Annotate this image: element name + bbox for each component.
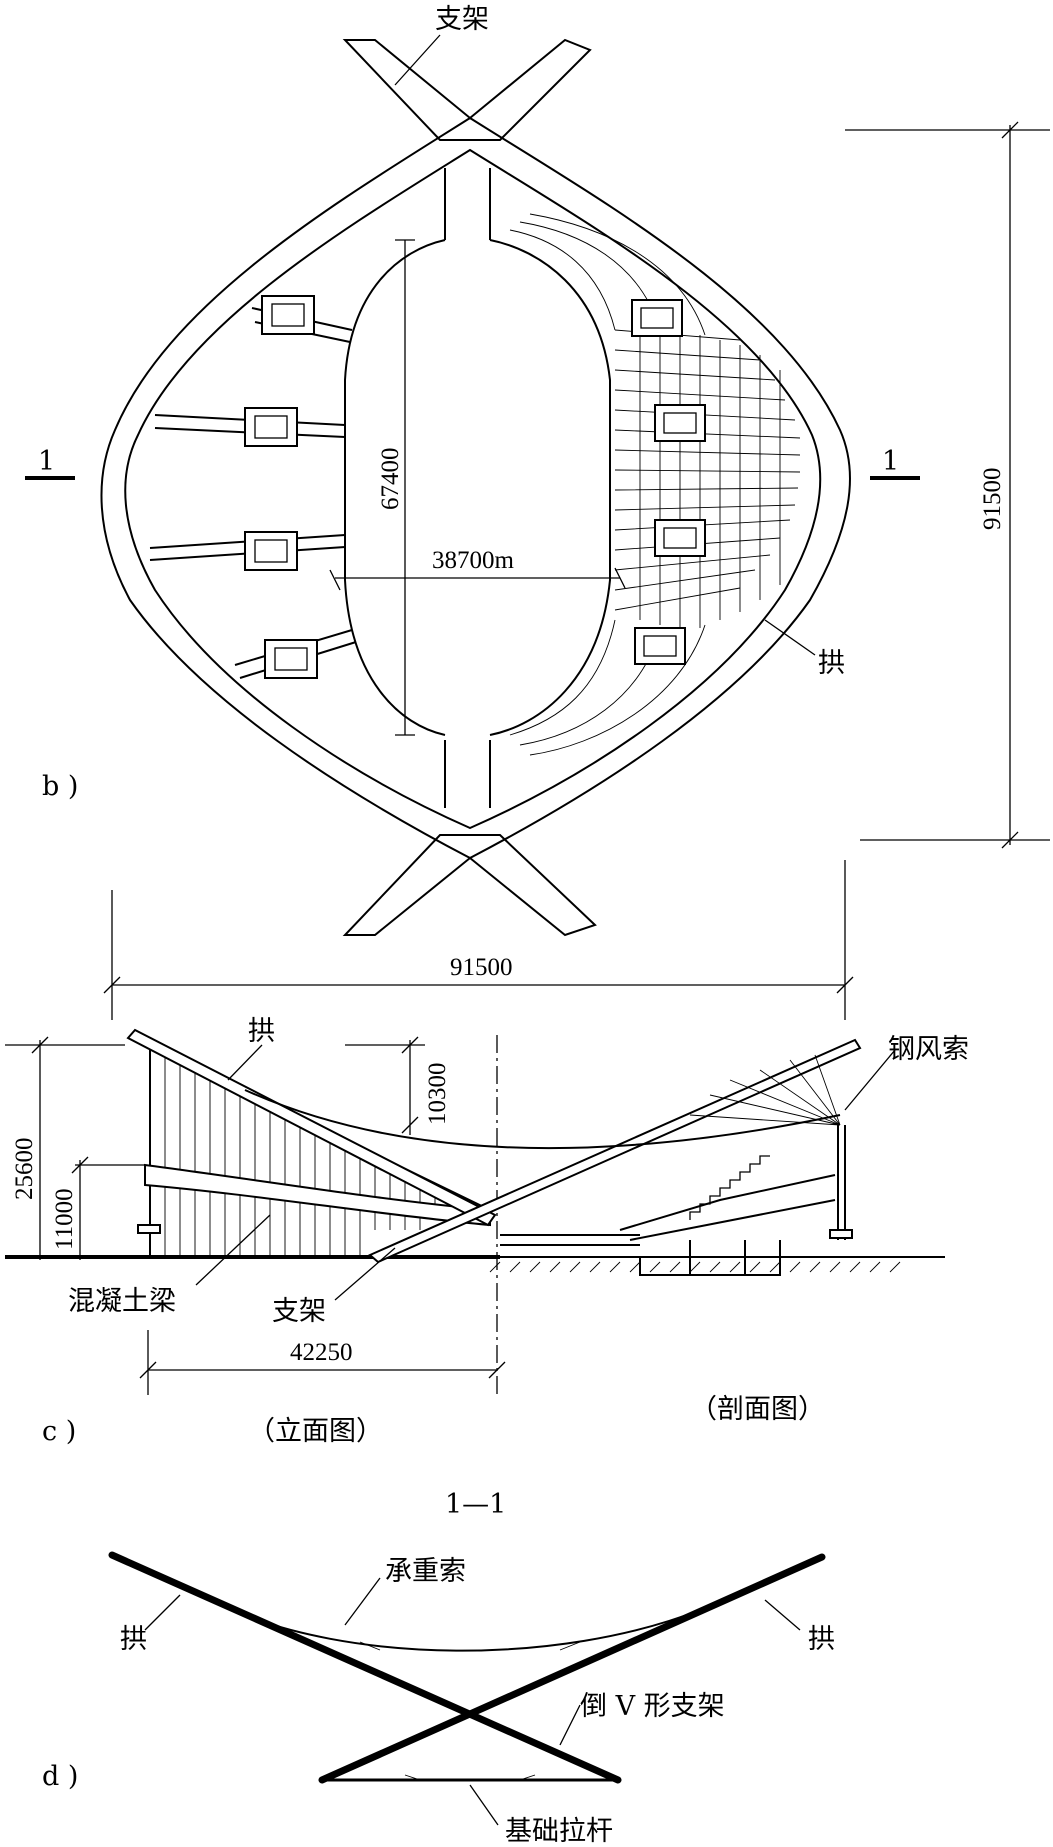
load-cable bbox=[219, 1604, 701, 1652]
panel-d-title: 1—1 bbox=[445, 1489, 506, 1520]
arch-ring-outer bbox=[100, 116, 851, 860]
panel-d-section: 1—1 承重索 拱 拱 倒 V 形支架 基础拉杆 d ) bbox=[42, 1489, 835, 1847]
label-wind-cable: 钢风索 bbox=[888, 1034, 969, 1065]
dim-field-length: 67400 bbox=[377, 448, 404, 511]
roof-cable bbox=[244, 1089, 841, 1150]
section-mark-right: 1 bbox=[882, 446, 899, 477]
dim-sag: 10300 bbox=[424, 1063, 451, 1126]
dim-field-width: 38700m bbox=[432, 547, 515, 574]
left-beams bbox=[149, 295, 357, 679]
arch-elevation bbox=[126, 1028, 497, 1227]
label-load-cable: 承重索 bbox=[385, 1556, 466, 1587]
arch-right-d bbox=[318, 1553, 826, 1784]
dim-half: 42250 bbox=[290, 1339, 353, 1366]
dim-overall-b: 91500 bbox=[979, 468, 1006, 531]
section-mark-left: 1 bbox=[38, 446, 55, 477]
dim-overall-c: 91500 bbox=[450, 954, 513, 981]
support-bottom bbox=[342, 834, 597, 937]
arena-field bbox=[344, 239, 611, 736]
label-support-top: 支架 bbox=[435, 4, 489, 35]
label-support-c: 支架 bbox=[272, 1296, 326, 1327]
label-arch-right-d: 拱 bbox=[808, 1624, 835, 1655]
panel-b-tag: b ) bbox=[42, 771, 78, 802]
arch-section bbox=[368, 1038, 862, 1264]
label-foundation-tie: 基础拉杆 bbox=[505, 1816, 613, 1847]
right-stands bbox=[509, 213, 801, 756]
panel-b-plan: 支架 拱 67400 38700m 91500 1 1 b ) bbox=[25, 4, 1050, 937]
caption-section: （剖面图） bbox=[690, 1394, 825, 1425]
concrete-beam bbox=[144, 1163, 491, 1227]
label-arch-left-d: 拱 bbox=[120, 1624, 147, 1655]
panel-c-tag: c ) bbox=[42, 1416, 76, 1447]
label-concrete-beam: 混凝土梁 bbox=[68, 1286, 176, 1317]
dim-height: 25600 bbox=[11, 1138, 38, 1201]
panel-c-elevation: 91500 25600 11000 bbox=[5, 860, 969, 1447]
label-arch-c: 拱 bbox=[248, 1016, 275, 1047]
arch-left-d bbox=[108, 1551, 622, 1784]
arch-ring-inner bbox=[124, 148, 822, 830]
caption-elevation: （立面图） bbox=[248, 1416, 383, 1447]
label-arch-b: 拱 bbox=[818, 648, 845, 679]
dim-beam-height: 11000 bbox=[51, 1188, 78, 1250]
label-v-support: 倒 V 形支架 bbox=[580, 1691, 725, 1722]
support-top bbox=[342, 38, 592, 141]
panel-d-tag: d ) bbox=[42, 1761, 78, 1792]
